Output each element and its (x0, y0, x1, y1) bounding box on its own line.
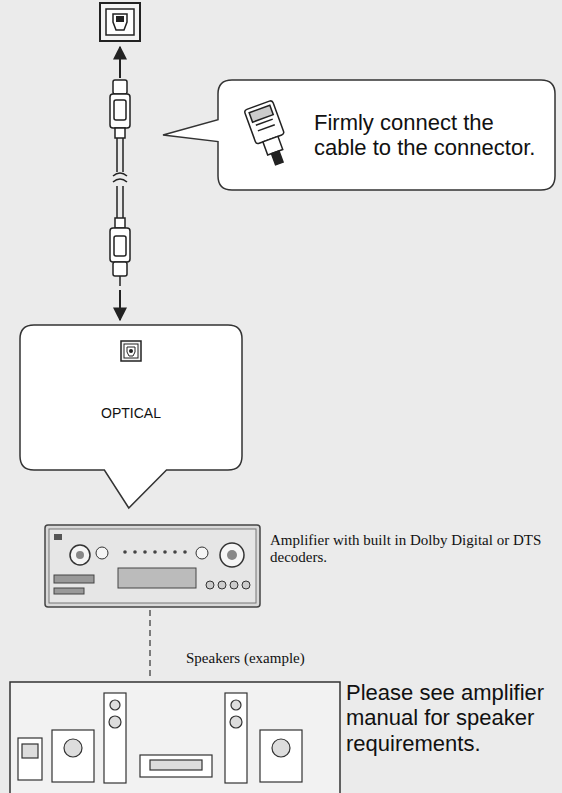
speakers-label: Speakers (example) (186, 650, 336, 667)
amplifier (45, 525, 260, 607)
speakers (18, 693, 302, 783)
optical-jack-icon (121, 341, 141, 361)
callout-bubble: Firmly connect the cable to the connecto… (218, 80, 555, 190)
port-name: OPTICAL (32, 405, 230, 422)
dashed-line (149, 610, 150, 680)
plug-icon (244, 100, 293, 169)
amplifier-label: Amplifier with built in Dolby Digital or… (270, 532, 550, 567)
optical-cable (110, 80, 130, 286)
instruction-text: Firmly connect the cable to the connecto… (314, 110, 541, 161)
speakers-frame (10, 682, 340, 793)
optical-port (100, 3, 140, 41)
connector-bubble: OPTICAL (20, 325, 242, 470)
down-arrow (119, 290, 121, 320)
up-arrow (119, 47, 121, 78)
bubble-outline (20, 325, 242, 470)
note-text: Please see amplifier manual for speaker … (346, 680, 558, 756)
